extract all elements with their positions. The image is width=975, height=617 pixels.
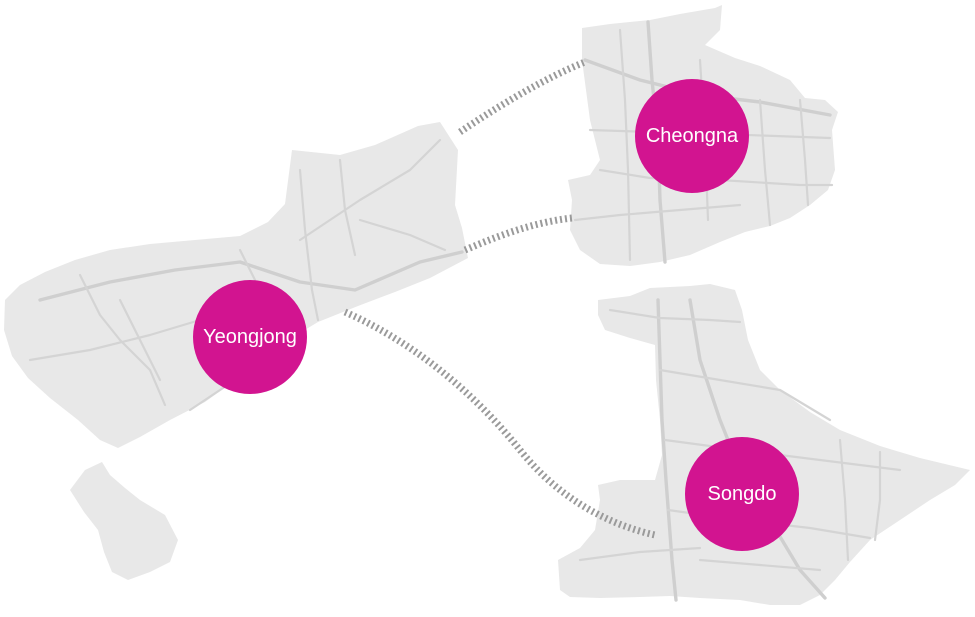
marker-label-songdo: Songdo	[708, 483, 777, 505]
marker-songdo[interactable]: Songdo	[685, 437, 799, 551]
marker-label-cheongna: Cheongna	[646, 125, 739, 147]
bridge-yeongjong-cheongna-south	[463, 214, 573, 254]
marker-label-yeongjong: Yeongjong	[203, 326, 297, 348]
south-islet-landmass	[70, 462, 178, 580]
bridge-yeongjong-songdo	[343, 308, 656, 539]
marker-cheongna[interactable]: Cheongna	[635, 79, 749, 193]
bridge-yeongjong-cheongna-north	[458, 58, 587, 135]
marker-yeongjong[interactable]: Yeongjong	[193, 280, 307, 394]
